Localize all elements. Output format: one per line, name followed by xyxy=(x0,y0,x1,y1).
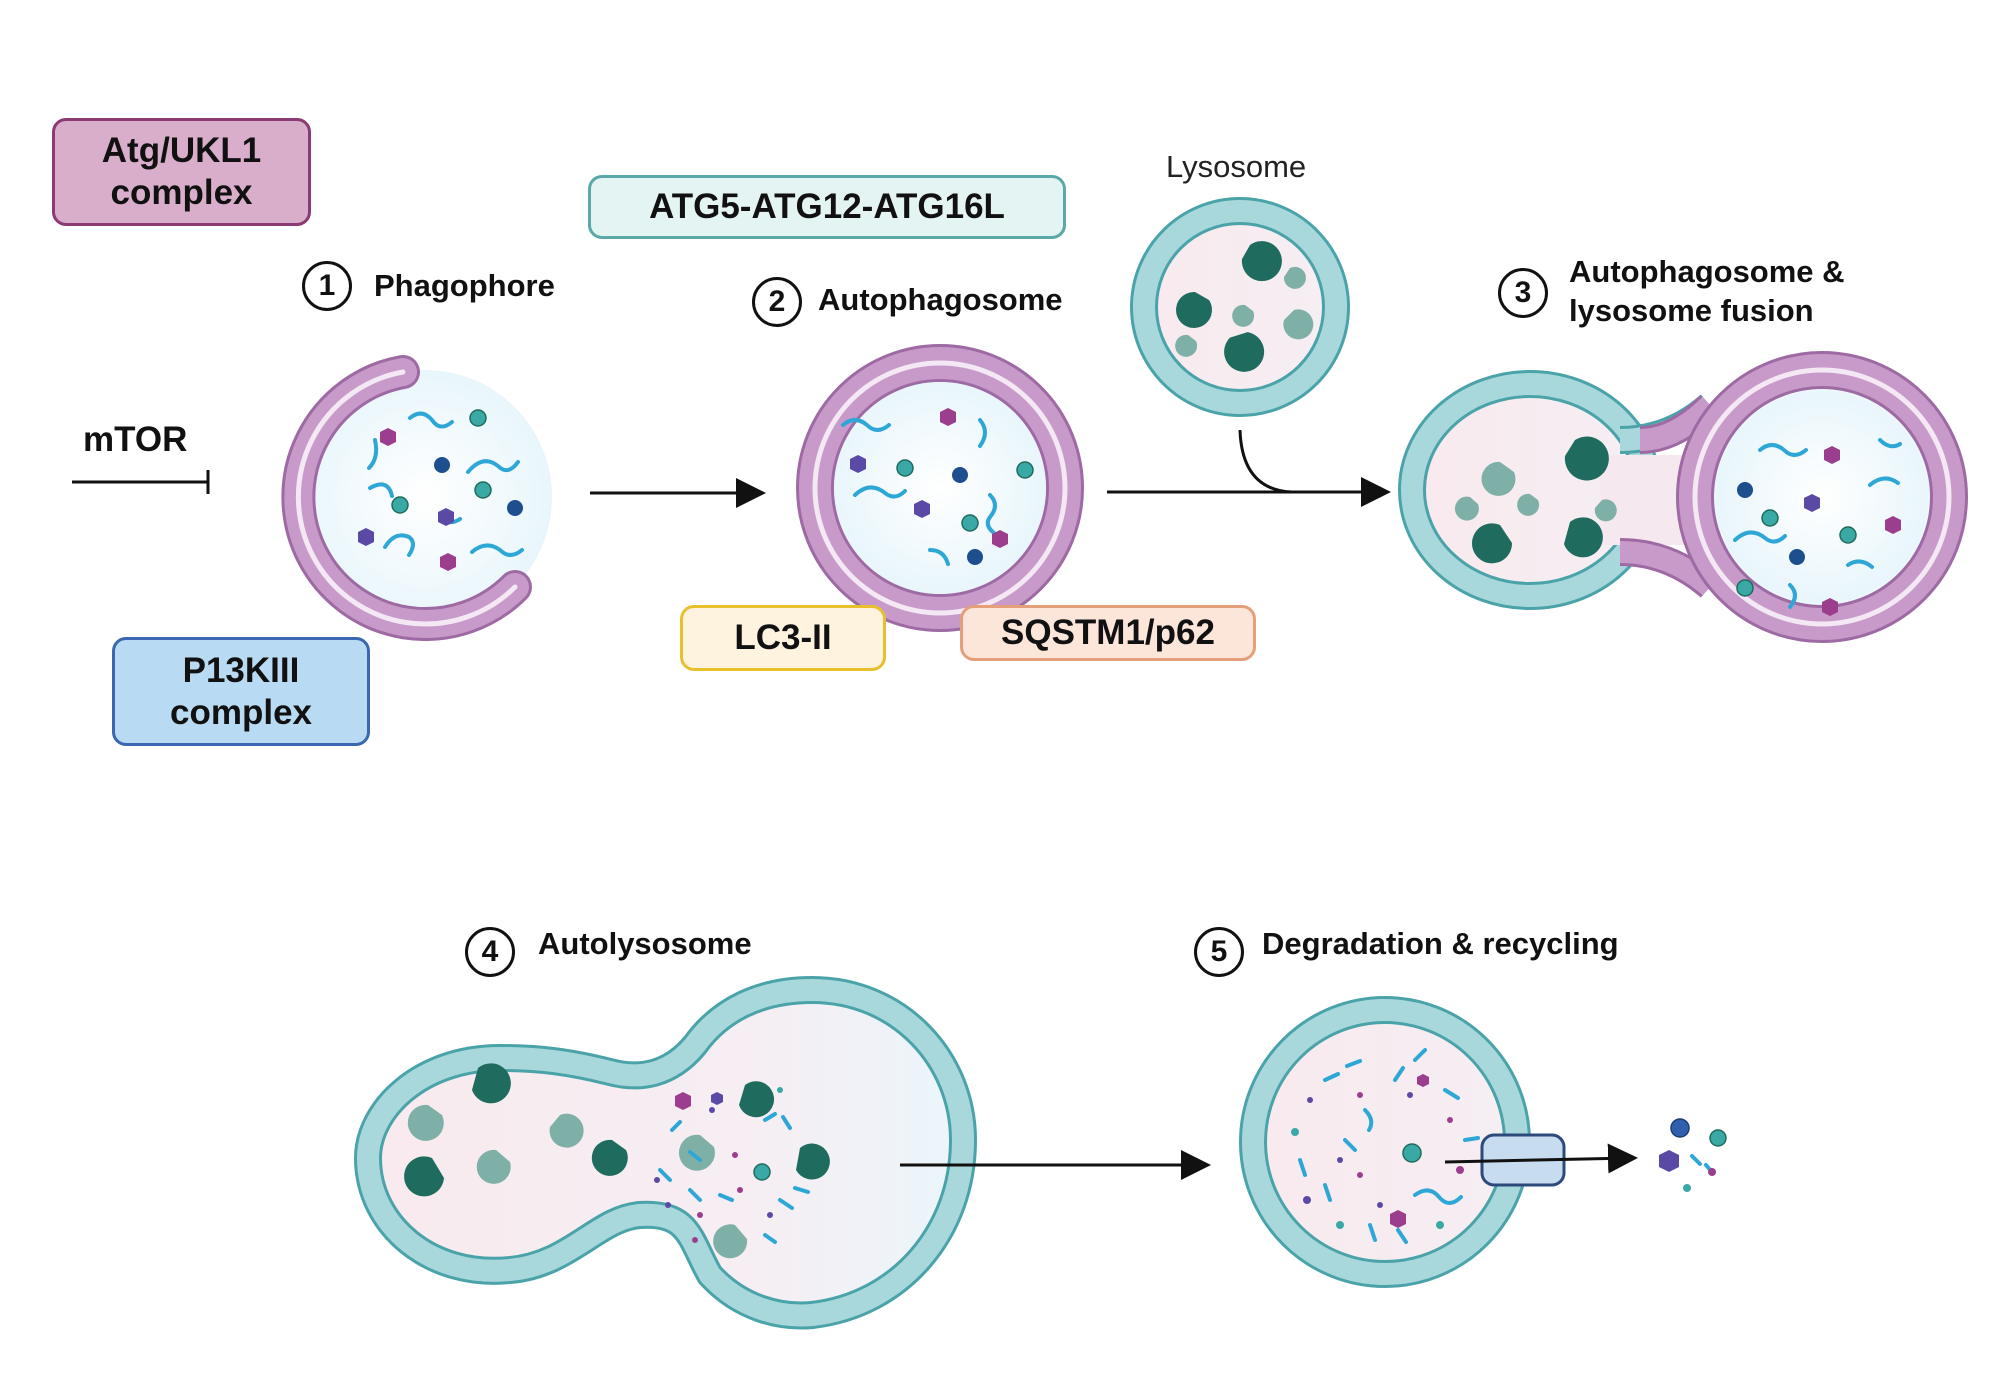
sqstm1-p62-box: SQSTM1/p62 xyxy=(960,605,1256,661)
step-4-number: 4 xyxy=(465,927,515,977)
phagophore xyxy=(281,355,552,641)
recycled-products xyxy=(1659,1118,1727,1192)
fusion-vesicle xyxy=(1398,351,1968,643)
step-2-number: 2 xyxy=(752,277,802,327)
step-3-number: 3 xyxy=(1498,268,1548,318)
lc3-ii-box: LC3-II xyxy=(680,605,886,671)
degradation-vesicle xyxy=(1239,996,1638,1288)
export-arrow xyxy=(1444,1143,1638,1174)
step-5-number: 5 xyxy=(1194,927,1244,977)
autophagosome xyxy=(796,344,1084,632)
atg-ukl1-complex-box: Atg/UKL1 complex xyxy=(52,118,311,226)
step-2-label: Autophagosome xyxy=(818,282,1063,317)
autolysosome xyxy=(354,976,977,1330)
step-1-label: Phagophore xyxy=(374,268,555,303)
phagophore-lumen xyxy=(298,370,552,624)
mtor-label: mTOR xyxy=(83,420,188,459)
lysosome-label: Lysosome xyxy=(1166,149,1307,184)
lysosome-join-curve xyxy=(1238,429,1293,494)
atg5-atg12-atg16l-box: ATG5-ATG12-ATG16L xyxy=(588,175,1066,239)
step-1-number: 1 xyxy=(302,261,352,311)
mtor-inhibition xyxy=(72,470,210,494)
pi3kiii-complex-box: P13KIII complex xyxy=(112,637,370,746)
lysosome-vesicle xyxy=(1130,197,1350,417)
step-5-label: Degradation & recycling xyxy=(1262,926,1619,961)
step-4-label: Autolysosome xyxy=(538,926,752,961)
step-3-label: Autophagosome & lysosome fusion xyxy=(1569,254,1845,328)
